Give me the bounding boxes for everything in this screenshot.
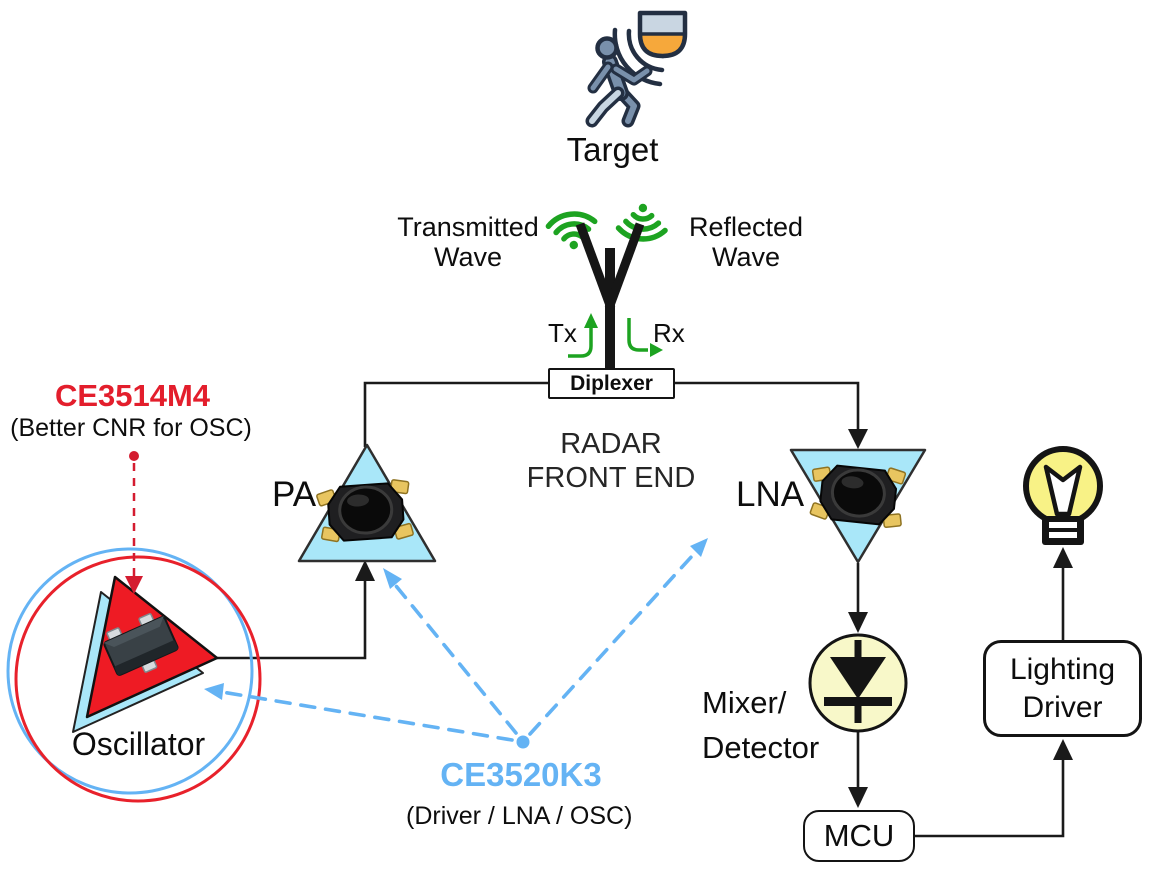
wire-mcu-to-driver [915, 749, 1065, 838]
tx-arrow-icon [568, 313, 598, 358]
wire-diplexer-to-lna [675, 381, 860, 441]
transmitted-wave-label: Transmitted Wave [388, 212, 548, 272]
light-bulb-icon [1023, 446, 1103, 545]
motion-sensor-icon [637, 10, 688, 59]
pa-label: PA [272, 475, 317, 514]
transmitted-wave-line1: Transmitted [397, 212, 539, 242]
blue-part-note: (Driver / LNA / OSC) [406, 802, 633, 830]
mixer-detector-symbol [808, 633, 908, 733]
lna-amplifier-triangle [789, 448, 927, 564]
diplexer-label: Diplexer [570, 371, 653, 395]
reflected-wave-label: Reflected Wave [666, 212, 826, 272]
signal-wires [217, 381, 1065, 838]
target-label: Target [566, 131, 659, 168]
oscillator-label: Oscillator [71, 726, 206, 762]
radar-title-line2: FRONT END [526, 462, 696, 494]
lna-label: LNA [736, 475, 805, 514]
oscillator-chip-icon [103, 613, 179, 676]
transmitted-wave-line2: Wave [433, 242, 502, 272]
radar-front-end-title: RADAR FRONT END [516, 427, 706, 495]
wire-oscillator-to-pa [217, 571, 367, 660]
walking-person-icon [585, 36, 653, 128]
blue-callout-arrows [204, 538, 708, 749]
antenna-icon [575, 222, 645, 370]
lighting-driver-line2: Driver [1022, 690, 1103, 724]
wire-diplexer-to-pa [363, 381, 548, 447]
reflected-wave-line2: Wave [711, 242, 780, 272]
wifi-reflect-icon [615, 203, 668, 242]
diplexer-box: Diplexer [548, 368, 675, 399]
lighting-driver-box: Lighting Driver [983, 640, 1142, 737]
mixer-label-line2: Detector [702, 730, 820, 765]
lighting-driver-line1: Lighting [1009, 652, 1116, 686]
rx-arrow-icon [627, 318, 663, 357]
red-callout-arrow [125, 451, 143, 594]
tx-label: Tx [548, 318, 577, 348]
reflected-wave-line1: Reflected [688, 212, 804, 242]
diode-icon [824, 640, 892, 723]
oscillator-symbol [6, 547, 262, 803]
red-part-note: (Better CNR for OSC) [10, 414, 252, 442]
wire-arrowheads [355, 429, 1073, 808]
mcu-box: MCU [803, 810, 915, 862]
blue-part-number: CE3520K3 [440, 756, 602, 793]
mixer-label-line1: Mixer/ [702, 685, 787, 720]
red-part-number: CE3514M4 [54, 378, 211, 413]
lna-chip-icon [805, 458, 909, 531]
mcu-label: MCU [823, 818, 895, 853]
pa-chip-icon [314, 476, 416, 547]
rx-label: Rx [653, 318, 685, 348]
radar-title-line1: RADAR [560, 428, 662, 460]
mixer-detector-label: Mixer/ Detector [702, 680, 819, 770]
pa-amplifier-triangle [297, 443, 437, 563]
